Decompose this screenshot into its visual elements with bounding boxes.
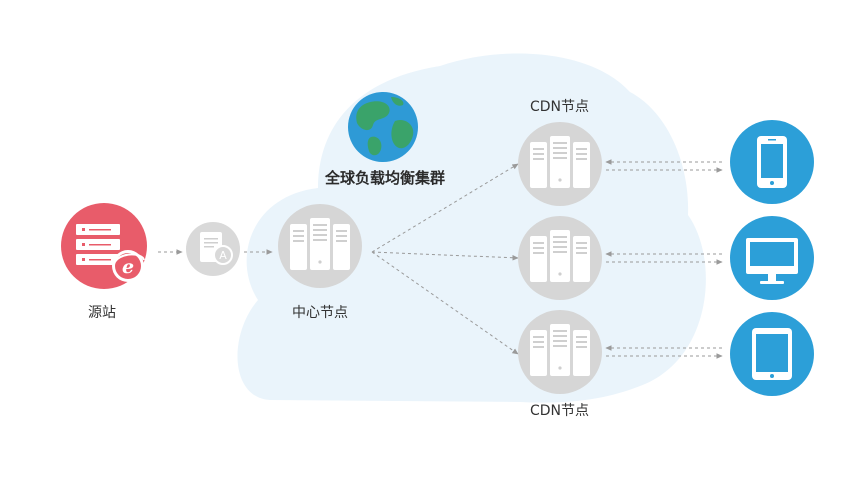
- svg-text:e: e: [122, 256, 134, 278]
- cdn-server-bottom-icon: [518, 310, 602, 394]
- globe-icon: [348, 92, 418, 162]
- center-node-label: 中心节点: [292, 305, 348, 321]
- svg-text:A: A: [219, 249, 227, 262]
- cdn-bottom-label: CDN节点: [530, 403, 590, 419]
- cluster-label: 全球负载均衡集群: [325, 169, 446, 187]
- tablet-icon: [730, 312, 814, 396]
- cdn-server-middle-icon: [518, 216, 602, 300]
- cdn-top-label: CDN节点: [530, 99, 590, 115]
- smartphone-icon: [730, 120, 814, 204]
- cdn-server-top-icon: [518, 122, 602, 206]
- arrow-center-to-cdn-top: [371, 163, 519, 253]
- server-with-ie-icon: e: [61, 203, 147, 289]
- center-server-rack-icon: [278, 204, 362, 288]
- dns-document-icon: A: [186, 222, 240, 276]
- monitor-icon: [730, 216, 814, 300]
- arrow-center-to-cdn-middle: [371, 251, 519, 261]
- flow-arrows: [158, 159, 723, 359]
- origin-label: 源站: [88, 305, 116, 321]
